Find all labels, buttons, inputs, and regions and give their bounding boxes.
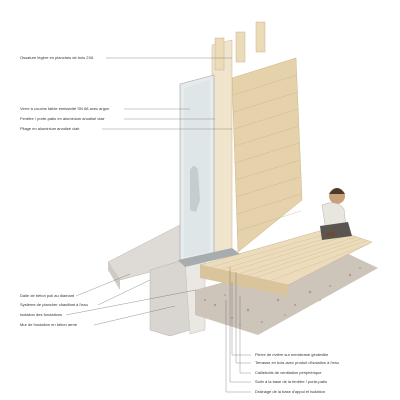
label-low-e-glass: Verre à couche faible émissivité SN 68 a…: [20, 106, 110, 111]
label-river-stone: Pierre de rivière sur membrane géotextil…: [255, 352, 329, 357]
label-radiant-floor: Système de plancher chauffant à l'eau: [20, 302, 88, 307]
wall-shingles: [231, 57, 303, 253]
label-foundation-wall: Mur de fondation en béton armé: [20, 322, 77, 327]
leader-lines: [65, 57, 251, 393]
label-patio-door: Fenêtre / porte-patio en aluminium anodi…: [20, 116, 105, 121]
gravel-texture: [204, 267, 361, 326]
label-foundation-insulation: Isolation des fondations: [20, 312, 63, 317]
shingle-lines: [232, 74, 302, 232]
stud-2: [235, 31, 246, 63]
deck-joists: [200, 265, 288, 296]
foundation-wall: [149, 257, 191, 337]
stud-1: [214, 37, 225, 71]
label-flashing: Pliage en aluminium anodisé clair: [20, 126, 80, 131]
stud-3: [255, 21, 266, 53]
label-ventilation-grate: Caillebotis de ventilation périphérique: [255, 370, 322, 375]
label-concrete-slab: Dalle de béton poli au diamant: [20, 293, 75, 298]
reflection-figure: [190, 166, 200, 212]
label-drainage: Drainage de la base d'appui et isolation: [255, 389, 325, 394]
wall-framing: [211, 39, 233, 259]
label-wood-framing: Ossature légère en planches de bois 2X6: [20, 55, 94, 60]
deck-boards: [207, 230, 370, 284]
concrete-slab-edge: [108, 262, 120, 290]
child-figure: [320, 188, 352, 240]
label-sill-flashing: Solin à la base de la fenêtre / porte-pa…: [255, 379, 328, 384]
sill-flashing: [178, 248, 240, 267]
label-wood-deck: Terrasse en bois avec produit d'isolatio…: [255, 360, 339, 365]
